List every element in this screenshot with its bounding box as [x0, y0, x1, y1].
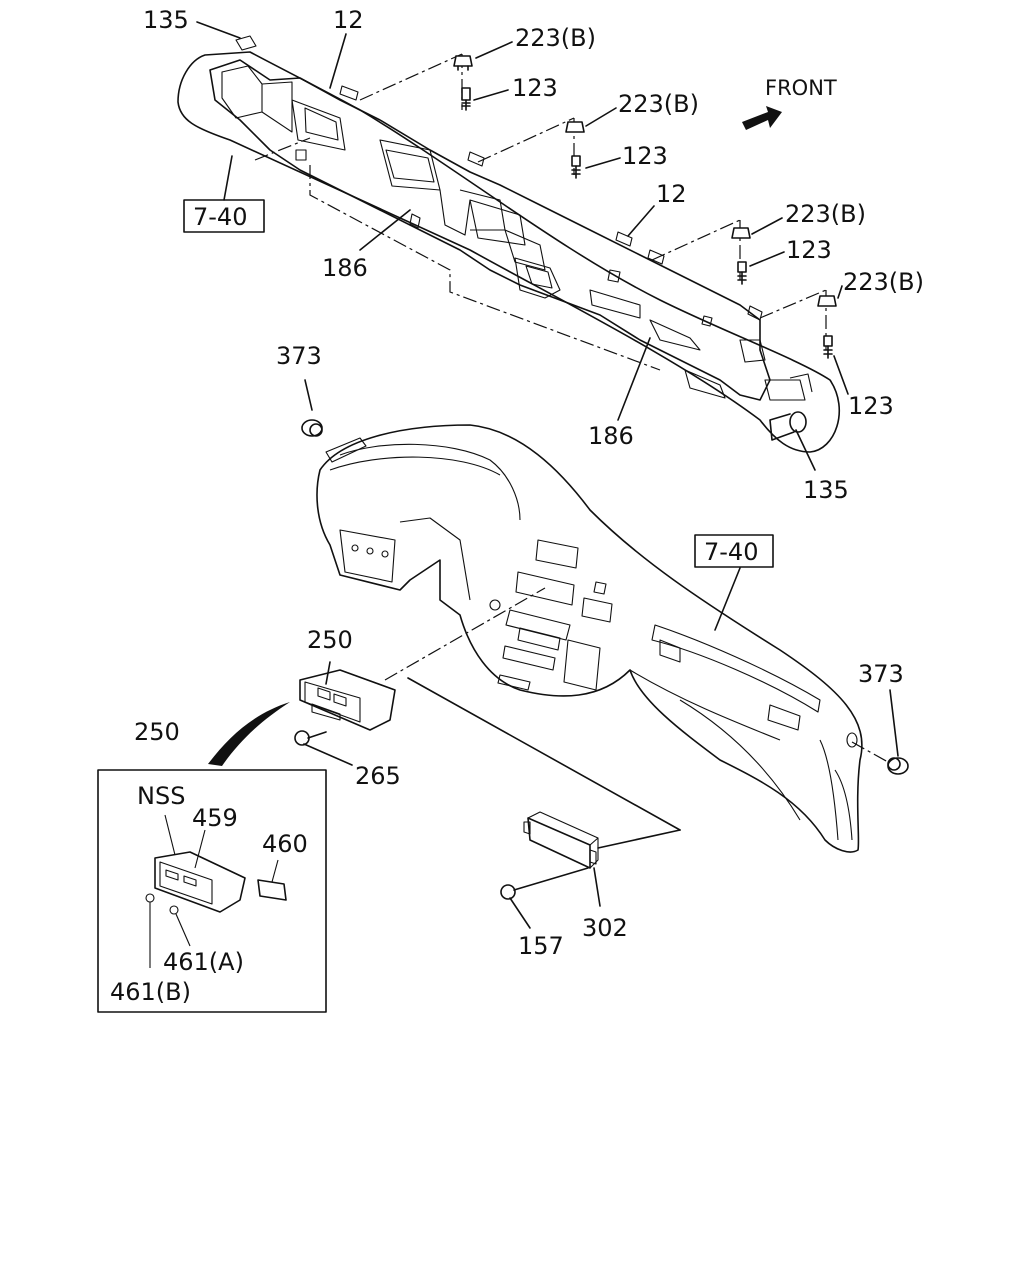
label-123-1: 123: [512, 74, 558, 102]
fastener-set-4: [817, 295, 837, 359]
label-nss: NSS: [137, 782, 185, 810]
label-front: FRONT: [765, 76, 837, 100]
label-186-left: 186: [322, 254, 368, 282]
leader-lines: [196, 21, 849, 685]
label-223b-3: 223(B): [785, 200, 866, 228]
label-12-mid: 12: [656, 180, 687, 208]
ref-box-740-top: [183, 199, 265, 233]
grommet-left: [301, 379, 323, 437]
label-123-2: 123: [622, 142, 668, 170]
label-265: 265: [355, 762, 401, 790]
instrument-panel: [316, 424, 863, 853]
detail-box: [97, 769, 327, 1013]
detail-arrow-icon: [208, 702, 290, 766]
fastener-set-3: [731, 227, 751, 285]
label-250-unit: 250: [307, 626, 353, 654]
label-223b-2: 223(B): [618, 90, 699, 118]
label-461b: 461(B): [110, 978, 191, 1006]
module-302: [500, 811, 681, 929]
ref-box-740-mid: [694, 534, 774, 568]
label-302: 302: [582, 914, 628, 942]
connector-135-right: [769, 411, 816, 471]
control-unit: [299, 587, 681, 831]
arrow-icon: [742, 106, 782, 130]
label-123-3: 123: [786, 236, 832, 264]
screw-265: [294, 730, 353, 766]
label-461a: 461(A): [163, 948, 244, 976]
label-12-top: 12: [333, 6, 364, 34]
fastener-set-1: [453, 55, 473, 111]
fastener-set-2: [565, 121, 585, 179]
label-123-4: 123: [848, 392, 894, 420]
label-373-left: 373: [276, 342, 322, 370]
label-250-detail: 250: [134, 718, 180, 746]
part-labels: 135 12 223(B) 123 223(B) FRONT 123 12 7-…: [110, 6, 924, 1006]
label-373-right: 373: [858, 660, 904, 688]
label-223b-1: 223(B): [515, 24, 596, 52]
label-135-top: 135: [143, 6, 189, 34]
label-186-right: 186: [588, 422, 634, 450]
label-135-right: 135: [803, 476, 849, 504]
ref-740-mid: 7-40: [704, 538, 758, 566]
label-460: 460: [262, 830, 308, 858]
label-459: 459: [192, 804, 238, 832]
duct-assembly: [177, 35, 840, 453]
label-157: 157: [518, 932, 564, 960]
label-223b-4: 223(B): [843, 268, 924, 296]
grommet-right: [851, 689, 909, 775]
ref-740-top: 7-40: [193, 203, 247, 231]
